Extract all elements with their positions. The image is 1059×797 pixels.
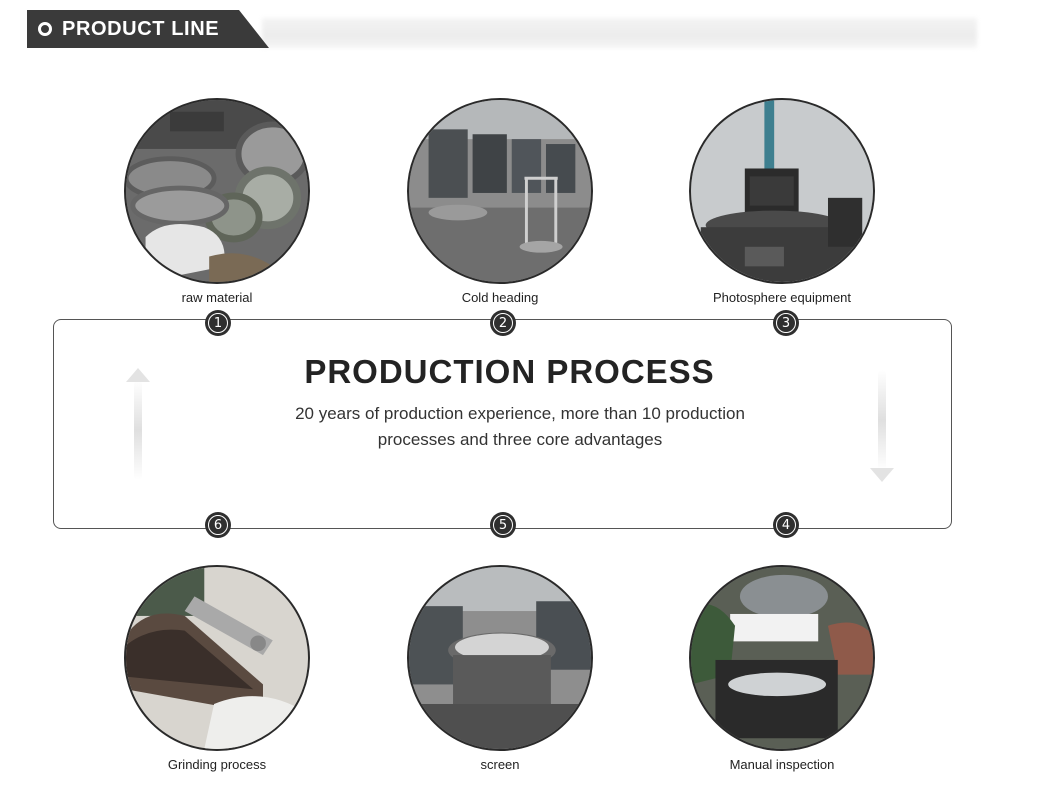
ring-icon (38, 22, 52, 36)
down-arrow-icon (870, 370, 894, 482)
step-raw-material: raw material (124, 98, 310, 305)
badge-step-1: 1 (205, 310, 231, 336)
up-arrow-icon (126, 368, 150, 480)
photo-grinding-process (124, 565, 310, 751)
process-subtitle: 20 years of production experience, more … (240, 401, 800, 453)
photo-screen (407, 565, 593, 751)
badge-step-3: 3 (773, 310, 799, 336)
manual-inspection-image (691, 567, 873, 749)
process-title: PRODUCTION PROCESS (304, 353, 715, 390)
photo-photosphere-equipment (689, 98, 875, 284)
step-manual-inspection: Manual inspection (689, 565, 875, 772)
caption-photosphere-equipment: Photosphere equipment (712, 290, 852, 305)
section-title: PRODUCT LINE (62, 17, 220, 40)
caption-grinding-process: Grinding process (167, 757, 267, 772)
process-box (53, 319, 952, 529)
banner-shadow (262, 18, 977, 48)
section-banner: PRODUCT LINE (27, 10, 269, 48)
caption-cold-heading: Cold heading (461, 290, 539, 305)
step-grinding-process: Grinding process (124, 565, 310, 772)
photosphere-equipment-image (691, 100, 873, 282)
badge-step-2: 2 (490, 310, 516, 336)
caption-screen: screen (480, 757, 520, 772)
photo-manual-inspection (689, 565, 875, 751)
photo-raw-material (124, 98, 310, 284)
badge-step-5: 5 (490, 512, 516, 538)
step-cold-heading: Cold heading (407, 98, 593, 305)
step-photosphere-equipment: Photosphere equipment (689, 98, 875, 305)
caption-manual-inspection: Manual inspection (729, 757, 835, 772)
process-subtitle-line-2: processes and three core advantages (377, 430, 663, 449)
cold-heading-image (409, 100, 591, 282)
badge-step-4: 4 (773, 512, 799, 538)
raw-material-image (126, 100, 308, 282)
screen-image (409, 567, 591, 749)
caption-raw-material: raw material (181, 290, 253, 305)
step-screen: screen (407, 565, 593, 772)
badge-step-6: 6 (205, 512, 231, 538)
photo-cold-heading (407, 98, 593, 284)
grinding-process-image (126, 567, 308, 749)
process-subtitle-line-1: 20 years of production experience, more … (295, 404, 745, 423)
